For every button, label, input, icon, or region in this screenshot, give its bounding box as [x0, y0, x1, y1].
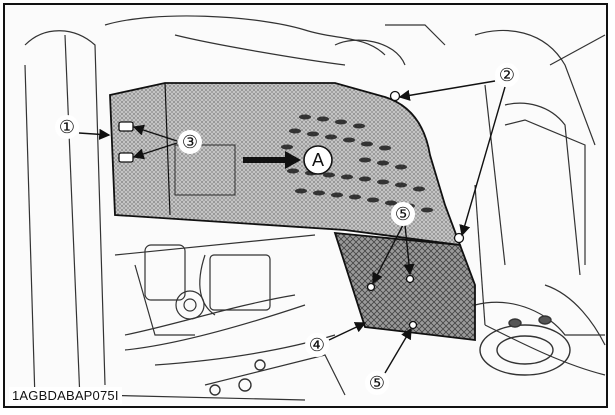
leader-2a — [398, 80, 496, 101]
lower-grille-cover — [333, 231, 476, 342]
panel-vent-slots — [281, 114, 433, 213]
leader-3b — [132, 142, 178, 160]
leader-1 — [78, 128, 111, 140]
bolt-5-right — [405, 274, 415, 284]
bolt-5-bottom — [408, 320, 418, 330]
lower-parts — [209, 315, 571, 396]
callout-3: ③ — [178, 130, 202, 154]
engine-side-panel-diagram: A ① ② ③ ④ — [24, 15, 606, 401]
leader-2b — [459, 86, 506, 237]
callout-5-lower-label: ⑤ — [369, 373, 385, 393]
callout-5-upper: ⑤ — [391, 202, 415, 226]
leader-lines — [78, 80, 506, 374]
leader-5a — [372, 224, 404, 285]
screw-3-lower — [118, 152, 134, 163]
view-arrow-label-circle — [303, 145, 333, 175]
panel-recess — [174, 144, 236, 196]
leader-3a — [132, 124, 178, 142]
view-arrow — [243, 151, 301, 169]
panel-edge-fold — [164, 82, 171, 216]
callout-1: ① — [55, 115, 79, 139]
callout-3-label: ③ — [182, 132, 198, 152]
fasteners — [118, 90, 465, 330]
view-arrow-label: A — [312, 150, 324, 170]
leader-4 — [328, 322, 367, 341]
callout-4: ④ — [305, 333, 329, 357]
engine-background — [24, 15, 606, 401]
bolt-5-left — [366, 282, 376, 292]
view-arrow-a: A — [243, 145, 333, 175]
figure-frame: A ① ② ③ ④ — [3, 3, 608, 408]
figure-code: 1AGBDABAP075I — [9, 387, 122, 404]
screw-3-upper — [118, 121, 134, 132]
callout-2-label: ② — [499, 65, 515, 85]
callout-2: ② — [495, 63, 519, 87]
callout-1-label: ① — [59, 117, 75, 137]
callout-4-label: ④ — [309, 335, 325, 355]
leader-5c — [384, 327, 412, 374]
callout-5-upper-label: ⑤ — [395, 204, 411, 224]
leader-5b — [403, 224, 415, 276]
bolt-2-upper — [389, 90, 401, 102]
callout-5-lower: ⑤ — [365, 371, 389, 395]
